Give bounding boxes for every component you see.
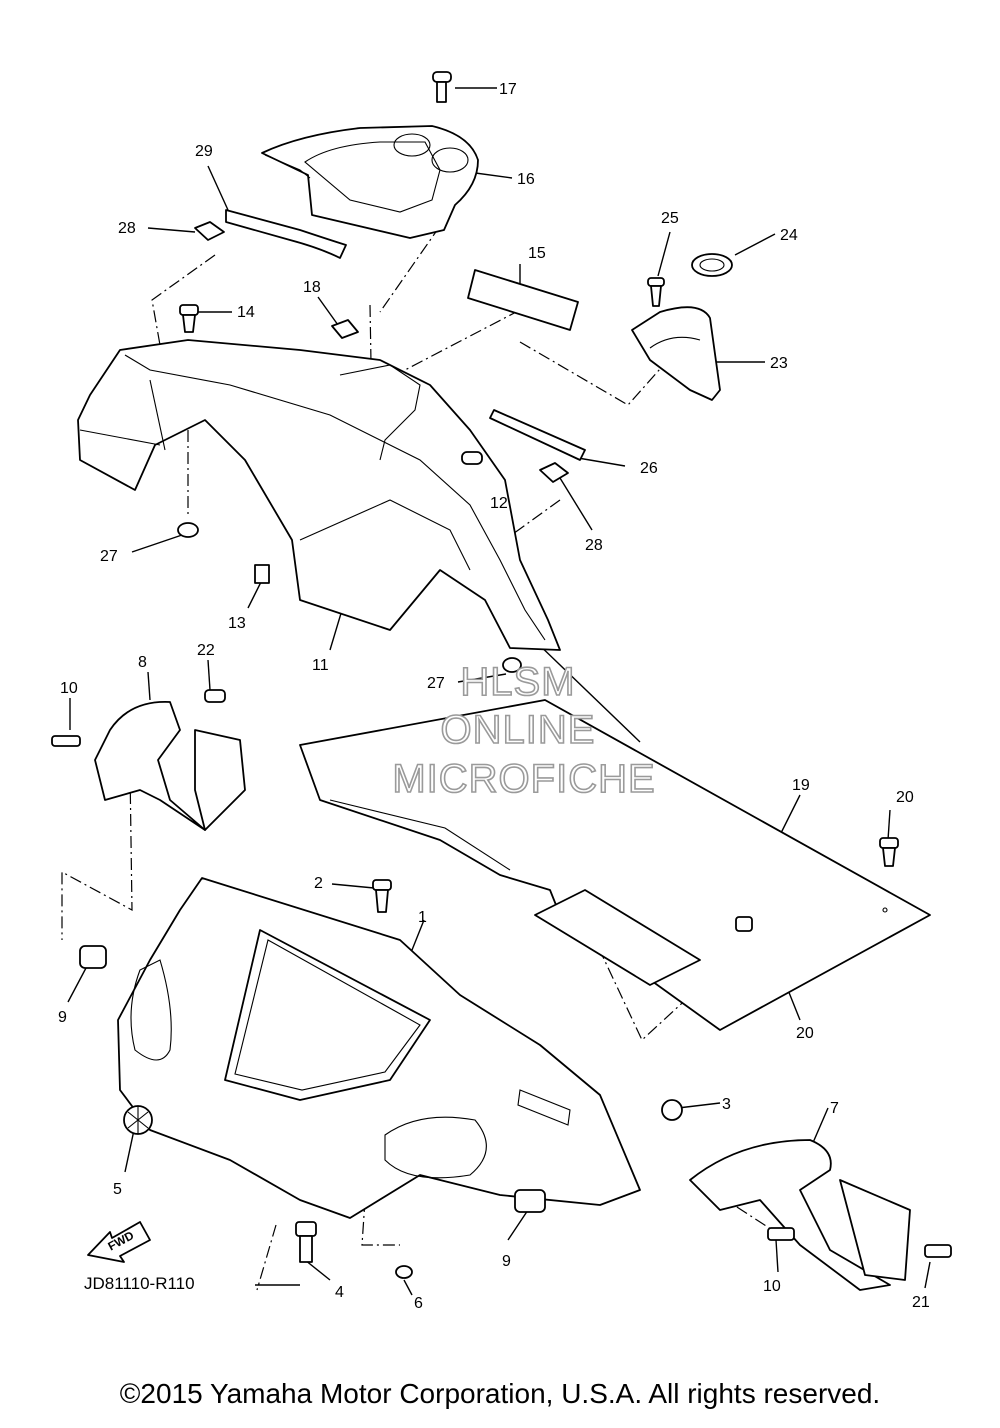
part-7-right-bracket xyxy=(689,1139,911,1291)
callout-11: 11 xyxy=(312,657,329,674)
callout-13: 13 xyxy=(228,615,246,632)
callout-20: 20 xyxy=(896,789,914,806)
callout-23: 23 xyxy=(770,355,788,372)
part-9-spacer-right xyxy=(514,1189,546,1213)
callout-27: 27 xyxy=(100,548,118,565)
callout-12: 12 xyxy=(490,495,508,512)
callout-7: 7 xyxy=(830,1100,839,1117)
part-1-lower-body xyxy=(117,877,641,1219)
callout-28b: 28 xyxy=(585,537,603,554)
callout-10b: 10 xyxy=(763,1278,781,1295)
part-3-plug xyxy=(661,1099,683,1121)
part-20-clip-upper xyxy=(879,837,899,867)
part-26-bracket xyxy=(489,409,586,461)
callout-5: 5 xyxy=(113,1181,122,1198)
callout-14: 14 xyxy=(237,304,255,321)
part-8-left-bracket xyxy=(94,701,246,831)
watermark-line-2: ONLINE xyxy=(441,708,596,752)
part-10-bolt-right xyxy=(767,1227,795,1241)
callout-9: 9 xyxy=(58,1009,67,1026)
callout-29: 29 xyxy=(195,143,213,160)
part-19-floor-panel xyxy=(299,699,931,1031)
callout-6: 6 xyxy=(414,1295,423,1312)
part-11-dash-panel xyxy=(77,339,561,651)
fwd-arrow-icon: FWD xyxy=(87,1221,151,1263)
part-17-bolt xyxy=(432,71,452,103)
part-25-screw xyxy=(647,277,665,307)
copyright-notice: ©2015 Yamaha Motor Corporation, U.S.A. A… xyxy=(119,1378,881,1409)
part-15-decal xyxy=(467,269,579,331)
callout-numbers: 17 16 29 28 15 25 24 18 14 23 26 12 28 2… xyxy=(58,81,930,1312)
callout-20b: 20 xyxy=(796,1025,814,1042)
part-21-bolt xyxy=(924,1244,952,1258)
callout-9b: 9 xyxy=(502,1253,511,1270)
part-14-clip xyxy=(179,304,199,333)
callout-27b: 27 xyxy=(427,675,445,692)
callout-1: 1 xyxy=(418,909,427,926)
callout-16: 16 xyxy=(517,171,535,188)
callout-25: 25 xyxy=(661,210,679,227)
callout-22: 22 xyxy=(197,642,215,659)
part-16-upper-compartment xyxy=(261,125,479,239)
watermark-line-3: MICROFICHE xyxy=(392,757,655,801)
part-10-bolt-left xyxy=(51,735,81,747)
callout-4: 4 xyxy=(335,1284,344,1301)
part-27-grommet-upper xyxy=(177,522,199,538)
callout-19: 19 xyxy=(792,777,810,794)
callout-10: 10 xyxy=(60,680,78,697)
callout-3: 3 xyxy=(722,1096,731,1113)
part-22-screw xyxy=(204,689,226,703)
part-6-washer xyxy=(395,1265,413,1279)
part-20-clip-lower xyxy=(735,916,753,932)
part-23-vent-cover xyxy=(631,306,721,401)
watermark-line-1: HLSM xyxy=(460,660,575,704)
part-28-nut-lower xyxy=(539,462,569,483)
part-13-clip-nut xyxy=(254,564,270,584)
callout-24: 24 xyxy=(780,227,798,244)
part-5-grille xyxy=(123,1105,153,1135)
callout-28: 28 xyxy=(118,220,136,237)
part-9-spacer-left xyxy=(79,945,107,969)
watermark: HLSM ONLINE MICROFICHE xyxy=(392,659,656,802)
reference-code: JD81110-R110 xyxy=(84,1274,195,1293)
callout-2: 2 xyxy=(314,875,323,892)
callout-26: 26 xyxy=(640,460,658,477)
part-28-nut-upper xyxy=(194,221,225,241)
callout-17: 17 xyxy=(499,81,517,98)
part-27-grommet-lower xyxy=(502,657,522,673)
part-18-clip xyxy=(331,319,359,339)
part-12-bolt xyxy=(461,451,483,465)
callout-18: 18 xyxy=(303,279,321,296)
part-2-clip xyxy=(372,879,392,913)
part-24-grommet xyxy=(691,253,733,277)
callout-15: 15 xyxy=(528,245,546,262)
callout-8: 8 xyxy=(138,654,147,671)
callout-21: 21 xyxy=(912,1294,930,1311)
part-29-trim-strip xyxy=(225,209,347,259)
part-4-bolt xyxy=(295,1221,317,1263)
